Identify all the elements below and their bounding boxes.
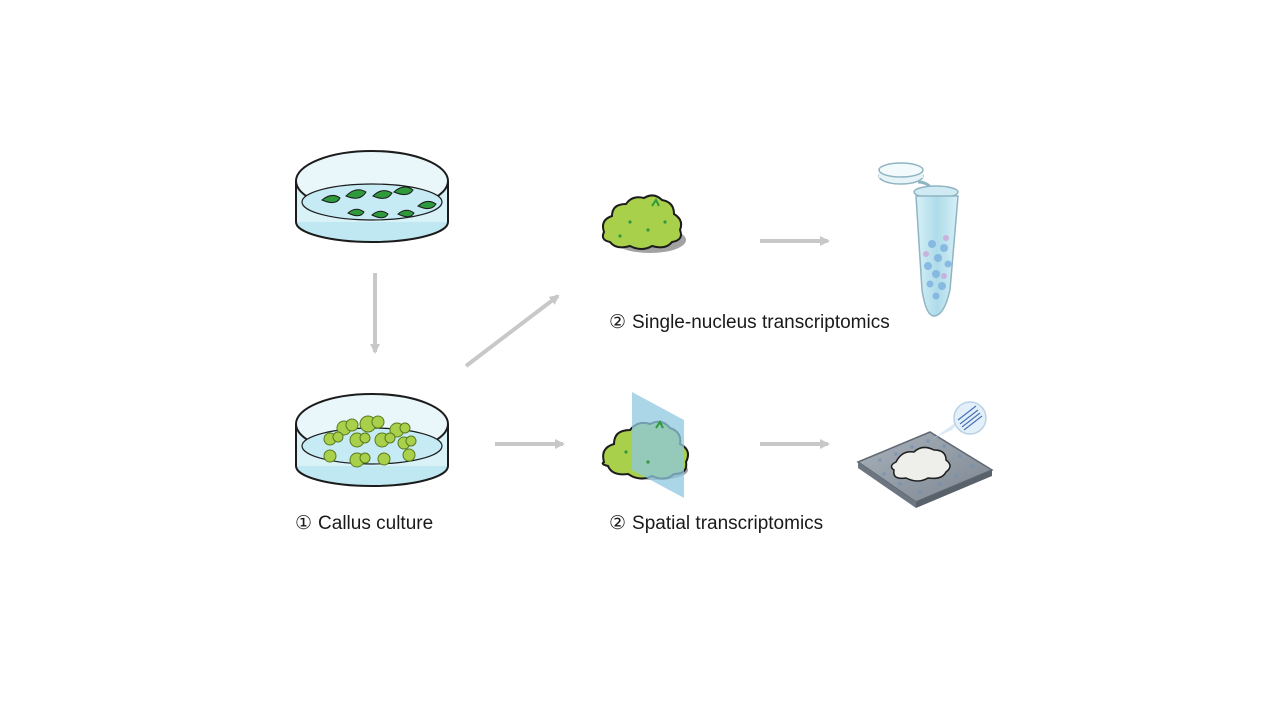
step-text: Callus culture xyxy=(318,513,434,534)
step-marker: ② xyxy=(609,312,627,333)
arrows xyxy=(370,236,830,449)
sectioned-callus-icon xyxy=(601,392,689,498)
step-marker: ② xyxy=(609,513,627,534)
callus-icon xyxy=(601,194,686,253)
step-marker: ① xyxy=(295,513,313,534)
step-text: Spatial transcriptomics xyxy=(632,513,824,534)
petri-dish-with-leaves-icon xyxy=(295,150,449,243)
step-text: Single-nucleus transcriptomics xyxy=(632,312,890,333)
arrow-diagonal xyxy=(464,294,560,368)
microtube-with-nuclei-icon xyxy=(878,162,959,317)
petri-dish-with-calli-icon xyxy=(295,393,449,487)
spatial-chip-icon xyxy=(856,401,994,508)
